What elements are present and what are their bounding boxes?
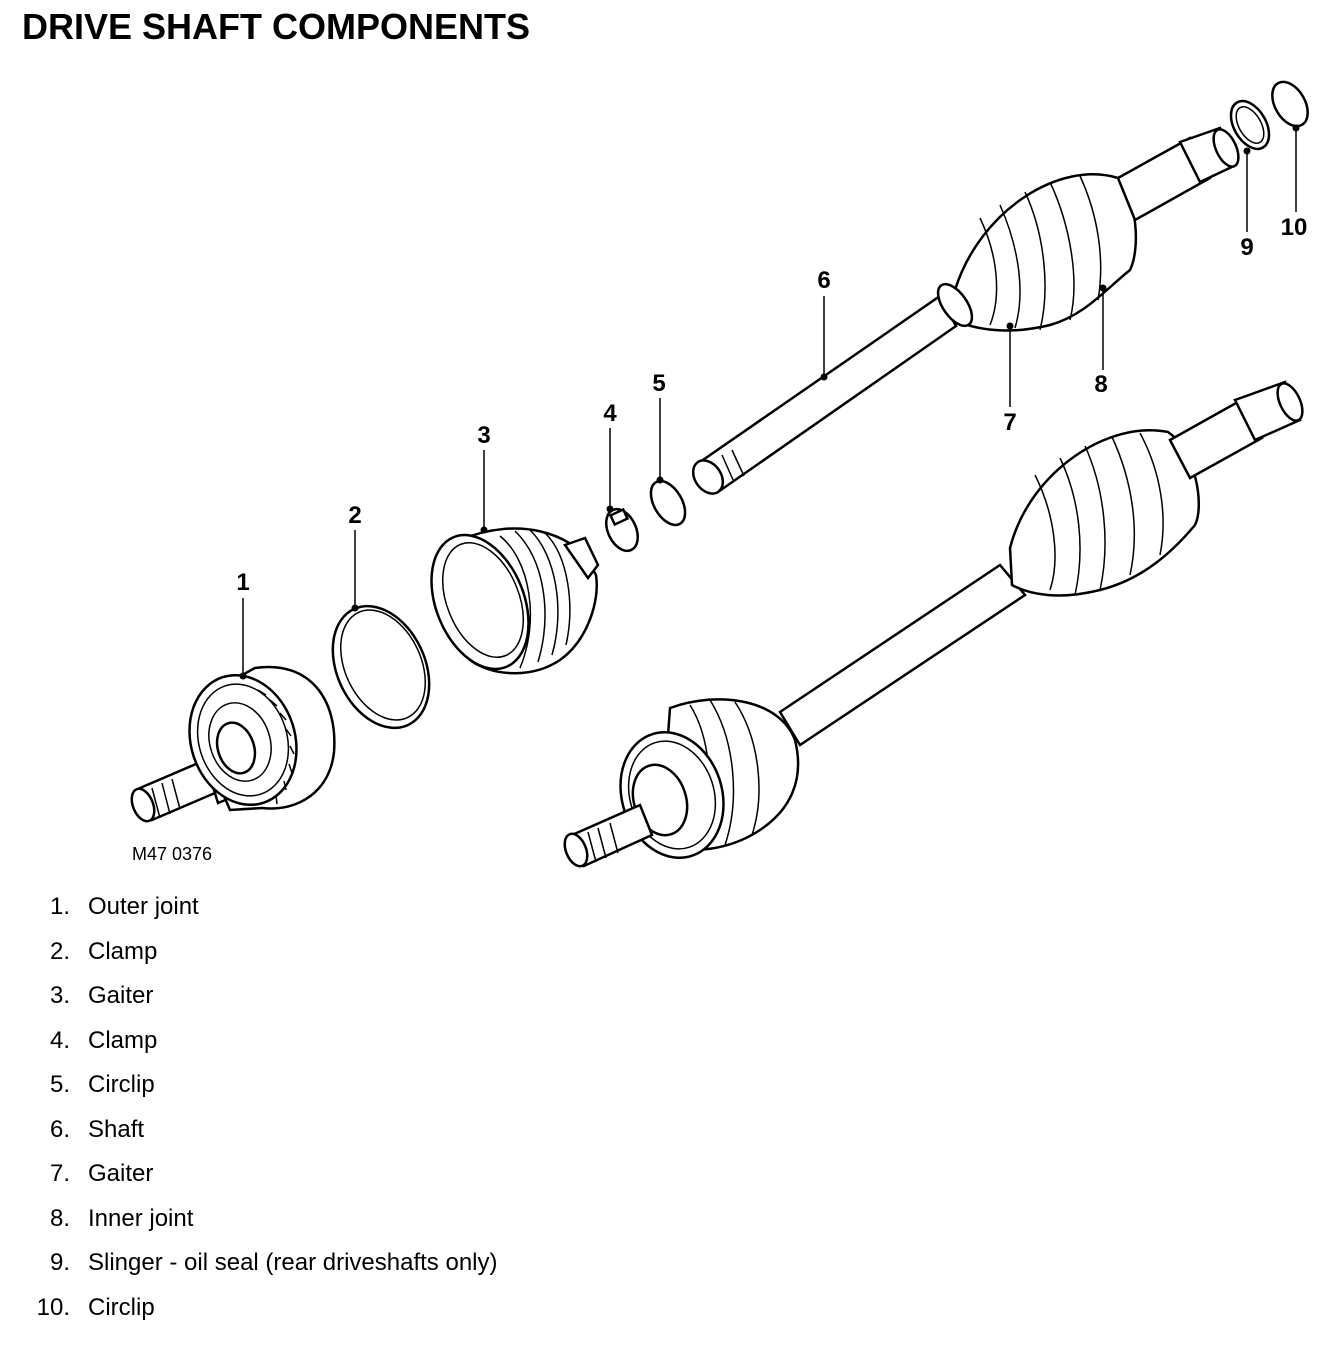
- figure-reference: M47 0376: [132, 844, 212, 864]
- drive-shaft-exploded-diagram: 1 2 3 4 5 6 7 8 9 10 M47 0376: [130, 80, 1309, 868]
- legend-number: 9.: [49, 1249, 70, 1276]
- legend-item: 5. Circlip: [30, 1071, 498, 1116]
- circlip-10: [1271, 80, 1309, 128]
- assembled-driveshaft: [563, 380, 1304, 868]
- legend-item: 6. Shaft: [30, 1116, 498, 1161]
- legend-number: 2.: [49, 937, 70, 965]
- legend-label: Circlip: [88, 1071, 155, 1098]
- legend-item: 1. Outer joint: [30, 893, 498, 938]
- legend-number: 4.: [49, 1026, 70, 1054]
- legend-label: Clamp: [88, 937, 158, 965]
- clamp-small: [605, 507, 639, 553]
- callout-6: 6: [817, 267, 830, 294]
- legend-label: Gaiter: [88, 982, 154, 1009]
- legend-label: Inner joint: [88, 1204, 194, 1232]
- callout-9: 9: [1240, 234, 1253, 261]
- legend-number: 10.: [36, 1293, 70, 1321]
- legend-label: Gaiter: [88, 1160, 154, 1187]
- legend-label: Circlip: [88, 1293, 155, 1321]
- callout-3: 3: [477, 422, 490, 449]
- leader-lines: [239, 124, 1300, 680]
- legend-label: Slinger - oil seal (rear driveshafts onl…: [88, 1249, 498, 1276]
- legend-number: 1.: [49, 893, 70, 920]
- page-title: DRIVE SHAFT COMPONENTS: [22, 6, 531, 47]
- callout-10: 10: [1281, 214, 1308, 241]
- shaft-exploded: [691, 126, 1240, 495]
- legend-item: 2. Clamp: [30, 938, 498, 983]
- legend-label: Outer joint: [88, 893, 199, 920]
- legend-number: 5.: [49, 1071, 70, 1098]
- slinger-oil-seal: [1229, 99, 1271, 151]
- legend-number: 3.: [49, 982, 70, 1009]
- callout-8: 8: [1094, 371, 1107, 398]
- legend-label: Shaft: [88, 1115, 145, 1143]
- legend-label: Clamp: [88, 1026, 158, 1054]
- clamp-ring-large: [331, 604, 431, 730]
- callout-1: 1: [236, 569, 249, 596]
- legend-number: 6.: [49, 1115, 70, 1143]
- legend-item: 8. Inner joint: [30, 1205, 498, 1250]
- legend-number: 7.: [49, 1160, 70, 1187]
- circlip-5: [649, 479, 687, 527]
- legend-item: 10. Circlip: [30, 1294, 498, 1339]
- callout-5: 5: [652, 370, 665, 397]
- legend-item: 4. Clamp: [30, 1027, 498, 1072]
- legend-item: 9. Slinger - oil seal (rear driveshafts o…: [30, 1249, 498, 1294]
- gaiter-outer: [430, 527, 600, 675]
- outer-joint-part: [130, 665, 336, 823]
- legend-item: 3. Gaiter: [30, 982, 498, 1027]
- legend-item: 7. Gaiter: [30, 1160, 498, 1205]
- parts-legend: 1. Outer joint 2. Clamp 3. Gaiter 4. Clamp 5…: [30, 893, 498, 1338]
- callout-7: 7: [1003, 409, 1016, 436]
- legend-number: 8.: [49, 1204, 70, 1232]
- callout-4: 4: [603, 400, 617, 427]
- callout-2: 2: [348, 502, 361, 529]
